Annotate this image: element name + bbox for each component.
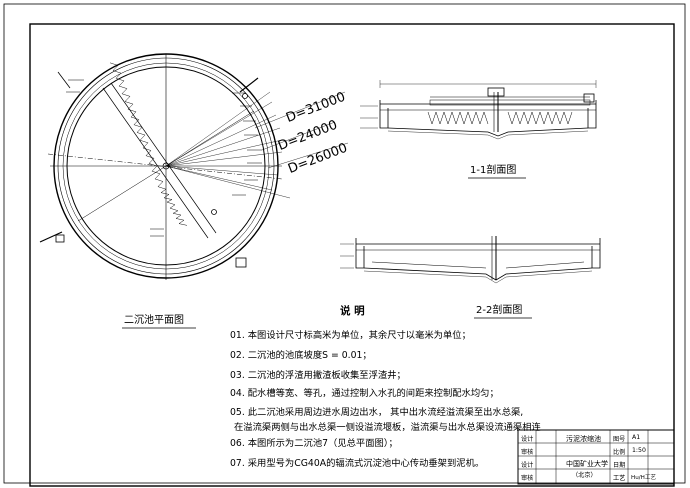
leader-line-3 bbox=[165, 114, 277, 167]
top-pipe bbox=[57, 71, 71, 89]
section-2-2-title: 2-2剖面图 bbox=[476, 305, 523, 316]
tb-scale-label: 比例 bbox=[613, 449, 626, 456]
s1-drive-right bbox=[583, 93, 595, 103]
leader-line-2 bbox=[165, 101, 273, 167]
plan-view bbox=[39, 53, 349, 329]
s2-scraper bbox=[371, 261, 487, 269]
plan-view-title: 二沉池平面图 bbox=[124, 315, 184, 326]
note-item-6: 在溢流渠两侧与出水总渠一侧设溢流堰板，溢流渠与出水总渠设流通渠相连 bbox=[234, 422, 541, 433]
sheet-border bbox=[3, 3, 686, 484]
outlet-pipe bbox=[239, 77, 259, 93]
bridge-truss bbox=[109, 62, 188, 226]
s1-bridge-deck bbox=[429, 99, 591, 106]
section-1-1 bbox=[360, 80, 597, 179]
s1-truss-right bbox=[507, 111, 573, 125]
note-item-8: 07. 采用型号为CG40A的辐流式沉淀池中心传动垂架到泥机。 bbox=[230, 458, 485, 469]
s1-bottom bbox=[387, 127, 589, 137]
note-item-7: 06. 本图所示为二沉池7（见总平面图）； bbox=[230, 438, 398, 449]
notes-heading: 说 明 bbox=[340, 305, 365, 317]
s1-bottom-hatch bbox=[387, 130, 589, 140]
s2-scraper-right bbox=[505, 261, 585, 269]
note-item-2: 02. 二沉池的池底坡度S = 0.01； bbox=[230, 350, 372, 361]
note-item-4: 04. 配水槽等宽、等孔，通过控制入水孔的间距来控制配水均匀； bbox=[230, 388, 499, 399]
leader-line-6 bbox=[165, 151, 283, 167]
dimension-line-2 bbox=[261, 121, 336, 151]
inlet-box bbox=[55, 234, 65, 243]
tb-design-label: 设计 bbox=[521, 436, 534, 443]
tb-check-label: 审核 bbox=[521, 449, 534, 456]
tb-drawing-name: 污泥浓缩池 bbox=[566, 435, 601, 443]
title-block-grid bbox=[517, 429, 675, 485]
tb-approve-label: 审核 bbox=[521, 475, 534, 482]
tb-drawing-no-label: 图号 bbox=[613, 436, 626, 443]
leader-line-9 bbox=[165, 165, 291, 199]
inlet-pipe bbox=[39, 231, 63, 243]
inner-frame bbox=[29, 23, 675, 487]
scum-box bbox=[235, 257, 247, 268]
note-item-3: 03. 二沉池的浮渣用撇渣板收集至浮渣井； bbox=[230, 370, 406, 381]
dimension-line-1 bbox=[254, 91, 346, 129]
tb-org-line2: （北京） bbox=[572, 472, 597, 479]
dimension-line-3 bbox=[267, 142, 349, 169]
tb-major: Hu/H工艺 bbox=[631, 475, 657, 481]
tb-drawing-no: A1 bbox=[632, 434, 641, 441]
leader-line-7 bbox=[165, 165, 279, 176]
section-1-1-title: 1-1剖面图 bbox=[470, 165, 517, 176]
tb-date-label: 日期 bbox=[613, 462, 626, 469]
s2-bottom bbox=[363, 267, 593, 281]
s2-wall-right bbox=[591, 238, 601, 269]
bridge-upper-line bbox=[102, 87, 209, 239]
leader-line-1 bbox=[165, 91, 271, 167]
leader-line-5 bbox=[165, 139, 283, 167]
s2-wall-left bbox=[355, 238, 365, 269]
s1-truss bbox=[427, 111, 489, 125]
tb-scale: 1:50 bbox=[632, 447, 646, 454]
s1-wall-left bbox=[379, 100, 389, 129]
tb-draft-label: 设计 bbox=[521, 462, 534, 469]
section-2-2 bbox=[340, 236, 601, 319]
leader-line-4 bbox=[165, 127, 281, 167]
bridge-lower-line bbox=[110, 82, 217, 234]
callout-circle-bottom bbox=[211, 209, 217, 215]
callout-circle-top bbox=[242, 93, 248, 99]
note-item-1: 01. 本图设计尺寸标高米为单位，其余尺寸以毫米为单位； bbox=[230, 330, 471, 341]
plan-annotation-ticks bbox=[66, 79, 262, 237]
s1-drive-unit bbox=[487, 87, 505, 97]
center-shaft bbox=[162, 162, 170, 170]
s2-bottom-hatch bbox=[363, 270, 593, 284]
tb-major-label: 工艺 bbox=[613, 475, 626, 482]
leader-line-8 bbox=[165, 165, 273, 191]
note-item-5: 05. 此二沉池采用周边进水周边出水， 其中出水流经溢流渠至出水总渠, bbox=[230, 407, 524, 418]
tb-org-line1: 中国矿业大学 bbox=[566, 460, 608, 468]
s1-wall-right bbox=[587, 100, 597, 129]
